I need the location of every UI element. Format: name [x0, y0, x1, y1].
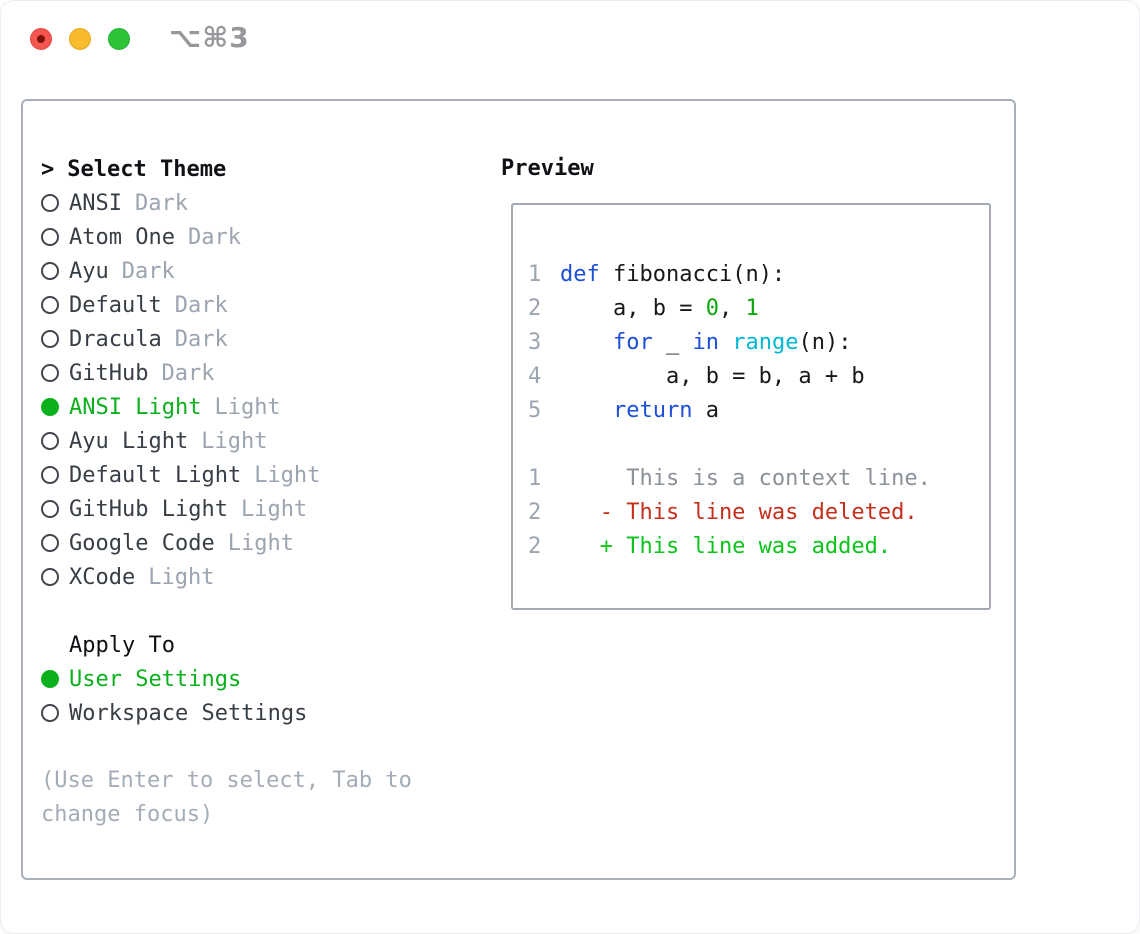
- theme-option-atom-one[interactable]: Atom One Dark: [41, 220, 471, 254]
- close-button[interactable]: [30, 27, 52, 50]
- line-number: 1: [528, 466, 542, 491]
- theme-option-ansi[interactable]: ANSI Dark: [41, 186, 471, 220]
- zoom-button[interactable]: [108, 27, 130, 50]
- theme-option-google-code[interactable]: Google Code Light: [41, 526, 471, 560]
- theme-option-ayu-light[interactable]: Ayu Light Light: [41, 424, 471, 458]
- radio-icon: [41, 466, 59, 484]
- apply-to-title: Apply To: [69, 632, 175, 658]
- line-content: def fibonacci(n):: [560, 262, 786, 287]
- apply-option-label: User Settings: [69, 666, 242, 692]
- theme-option-github-light[interactable]: GitHub Light Light: [41, 492, 471, 526]
- theme-variant: Dark: [121, 258, 175, 284]
- apply-option-user-settings[interactable]: User Settings: [41, 662, 471, 696]
- radio-icon: [41, 704, 59, 722]
- line-number: 2: [528, 500, 542, 525]
- line-number: 2: [528, 534, 542, 559]
- select-theme-title: Select Theme: [67, 156, 227, 182]
- radio-icon: [41, 228, 59, 246]
- radio-icon: [41, 500, 59, 518]
- theme-name: Default Light: [69, 462, 242, 488]
- radio-selected-icon: [41, 670, 59, 688]
- theme-variant: Light: [201, 428, 268, 454]
- theme-name: Google Code: [69, 530, 215, 556]
- theme-variant: Light: [254, 462, 321, 488]
- radio-icon: [41, 364, 59, 382]
- theme-name: Ayu Light: [69, 428, 189, 454]
- hint-text: (Use Enter to select, Tab to change focu…: [41, 768, 412, 827]
- radio-icon: [41, 330, 59, 348]
- apply-to-header: Apply To: [41, 628, 471, 662]
- line-content: This is a context line.: [560, 466, 931, 491]
- line-number: 3: [528, 330, 542, 355]
- theme-name: Ayu: [69, 258, 109, 284]
- theme-option-default-light[interactable]: Default Light Light: [41, 458, 471, 492]
- theme-variant: Light: [148, 564, 215, 590]
- prompt-icon: >: [41, 156, 55, 182]
- theme-option-default[interactable]: Default Dark: [41, 288, 471, 322]
- theme-variant: Dark: [174, 292, 228, 318]
- theme-option-xcode[interactable]: XCode Light: [41, 560, 471, 594]
- radio-selected-icon: [41, 398, 59, 416]
- preview-line: 2 a, b = 0, 1: [513, 292, 989, 326]
- theme-name: ANSI: [69, 190, 122, 216]
- line-number: 5: [528, 398, 542, 423]
- line-content: + This line was added.: [560, 534, 892, 559]
- line-number: 1: [528, 262, 542, 287]
- theme-name: Default: [69, 292, 162, 318]
- radio-icon: [41, 262, 59, 280]
- theme-option-github[interactable]: GitHub Dark: [41, 356, 471, 390]
- radio-icon: [41, 432, 59, 450]
- theme-variant: Dark: [174, 326, 228, 352]
- theme-variant: Dark: [134, 190, 188, 216]
- theme-name: GitHub: [69, 360, 149, 386]
- line-content: for _ in range(n):: [612, 330, 852, 355]
- preview-line: 4 a, b = b, a + b: [513, 360, 989, 394]
- preview-line: 1 def fibonacci(n):: [513, 258, 989, 292]
- theme-name: GitHub Light: [69, 496, 228, 522]
- theme-variant: Dark: [187, 224, 241, 250]
- theme-variant: Dark: [161, 360, 215, 386]
- radio-icon: [41, 534, 59, 552]
- apply-option-workspace-settings[interactable]: Workspace Settings: [41, 696, 471, 730]
- preview-line: [513, 428, 989, 462]
- preview-line: 5 return a: [513, 394, 989, 428]
- preview-line: 3 for _ in range(n):: [513, 326, 989, 360]
- preview-title: Preview: [501, 156, 594, 181]
- theme-option-ansi-light[interactable]: ANSI Light Light: [41, 390, 471, 424]
- radio-icon: [41, 194, 59, 212]
- window-hotkey-label: ⌥⌘3: [169, 21, 250, 54]
- line-number: 4: [528, 364, 542, 389]
- preview-line: 2 + This line was added.: [513, 530, 989, 564]
- gap: [41, 730, 471, 764]
- theme-variant: Light: [227, 530, 294, 556]
- apply-option-label: Workspace Settings: [69, 700, 308, 726]
- theme-option-dracula[interactable]: Dracula Dark: [41, 322, 471, 356]
- line-content: return a: [612, 398, 719, 423]
- preview-line: 1 This is a context line.: [513, 462, 989, 496]
- line-content: - This line was deleted.: [560, 500, 918, 525]
- theme-name: Dracula: [69, 326, 162, 352]
- titlebar: [30, 27, 147, 50]
- gap: [41, 594, 471, 628]
- minimize-button[interactable]: [69, 27, 91, 50]
- line-content: a, b = b, a + b: [560, 364, 865, 389]
- theme-name: ANSI Light: [69, 394, 202, 420]
- theme-name: XCode: [69, 564, 136, 590]
- theme-variant: Light: [240, 496, 308, 522]
- line-content: a, b = 0, 1: [560, 296, 759, 321]
- select-theme-header: > Select Theme: [41, 152, 471, 186]
- theme-variant: Light: [214, 394, 281, 420]
- theme-name: Atom One: [69, 224, 175, 250]
- theme-option-ayu[interactable]: Ayu Dark: [41, 254, 471, 288]
- radio-icon: [41, 296, 59, 314]
- radio-icon: [41, 568, 59, 586]
- preview-line: 2 - This line was deleted.: [513, 496, 989, 530]
- line-number: 2: [528, 296, 542, 321]
